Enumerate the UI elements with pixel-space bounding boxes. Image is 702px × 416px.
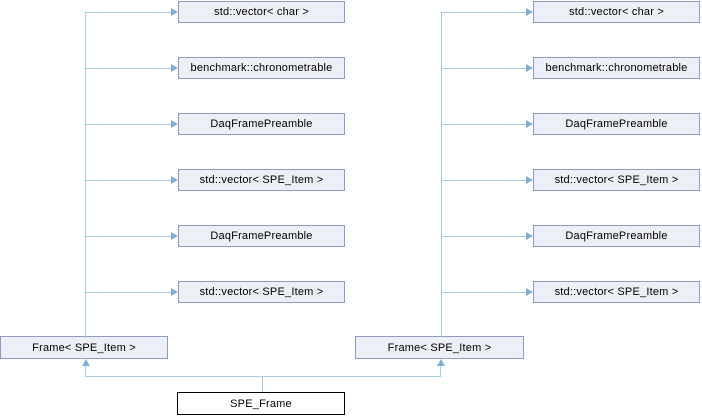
node-spe-frame-main: SPE_Frame: [177, 392, 345, 415]
node-frame-spe-item-right[interactable]: Frame< SPE_Item >: [355, 336, 524, 359]
edge-inheritance-left-stub: [85, 365, 86, 376]
arrowhead: [526, 120, 533, 128]
edge-right-branch-6: [441, 292, 527, 293]
arrowhead: [526, 8, 533, 16]
arrowhead: [171, 288, 178, 296]
edge-right-branch-3: [441, 124, 527, 125]
node-std-vector-spe-item[interactable]: std::vector< SPE_Item >: [533, 281, 700, 303]
arrowhead: [171, 8, 178, 16]
edge-inheritance-main-stub: [262, 376, 263, 392]
node-daqframepreamble[interactable]: DaqFramePreamble: [533, 113, 700, 135]
arrowhead: [171, 64, 178, 72]
node-std-vector-spe-item[interactable]: std::vector< SPE_Item >: [178, 169, 345, 191]
edge-left-trunk: [85, 12, 86, 336]
edge-right-branch-2: [441, 68, 527, 69]
node-daqframepreamble[interactable]: DaqFramePreamble: [178, 225, 345, 247]
edge-left-branch-6: [85, 292, 172, 293]
edge-right-branch-1: [441, 12, 527, 13]
edge-inheritance-horizontal: [85, 376, 441, 377]
node-std-vector-spe-item[interactable]: std::vector< SPE_Item >: [533, 169, 700, 191]
arrowhead: [526, 232, 533, 240]
edge-inheritance-right-stub: [440, 365, 441, 376]
node-std-vector-spe-item[interactable]: std::vector< SPE_Item >: [178, 281, 345, 303]
arrowhead: [171, 232, 178, 240]
arrowhead: [437, 359, 445, 366]
node-daqframepreamble[interactable]: DaqFramePreamble: [533, 225, 700, 247]
edge-left-branch-5: [85, 236, 172, 237]
node-benchmark-chronometrable[interactable]: benchmark::chronometrable: [178, 57, 345, 79]
node-benchmark-chronometrable[interactable]: benchmark::chronometrable: [533, 57, 700, 79]
edge-left-branch-1: [85, 12, 172, 13]
node-std-vector-char[interactable]: std::vector< char >: [178, 1, 345, 23]
edge-left-branch-2: [85, 68, 172, 69]
arrowhead: [526, 64, 533, 72]
edge-right-branch-4: [441, 180, 527, 181]
arrowhead: [526, 288, 533, 296]
edge-right-trunk: [441, 12, 442, 336]
node-frame-spe-item-left[interactable]: Frame< SPE_Item >: [0, 336, 168, 359]
arrowhead: [82, 359, 90, 366]
arrowhead: [171, 176, 178, 184]
node-std-vector-char[interactable]: std::vector< char >: [533, 1, 700, 23]
node-daqframepreamble[interactable]: DaqFramePreamble: [178, 113, 345, 135]
edge-left-branch-4: [85, 180, 172, 181]
arrowhead: [171, 120, 178, 128]
edge-left-branch-3: [85, 124, 172, 125]
edge-right-branch-5: [441, 236, 527, 237]
arrowhead: [526, 176, 533, 184]
